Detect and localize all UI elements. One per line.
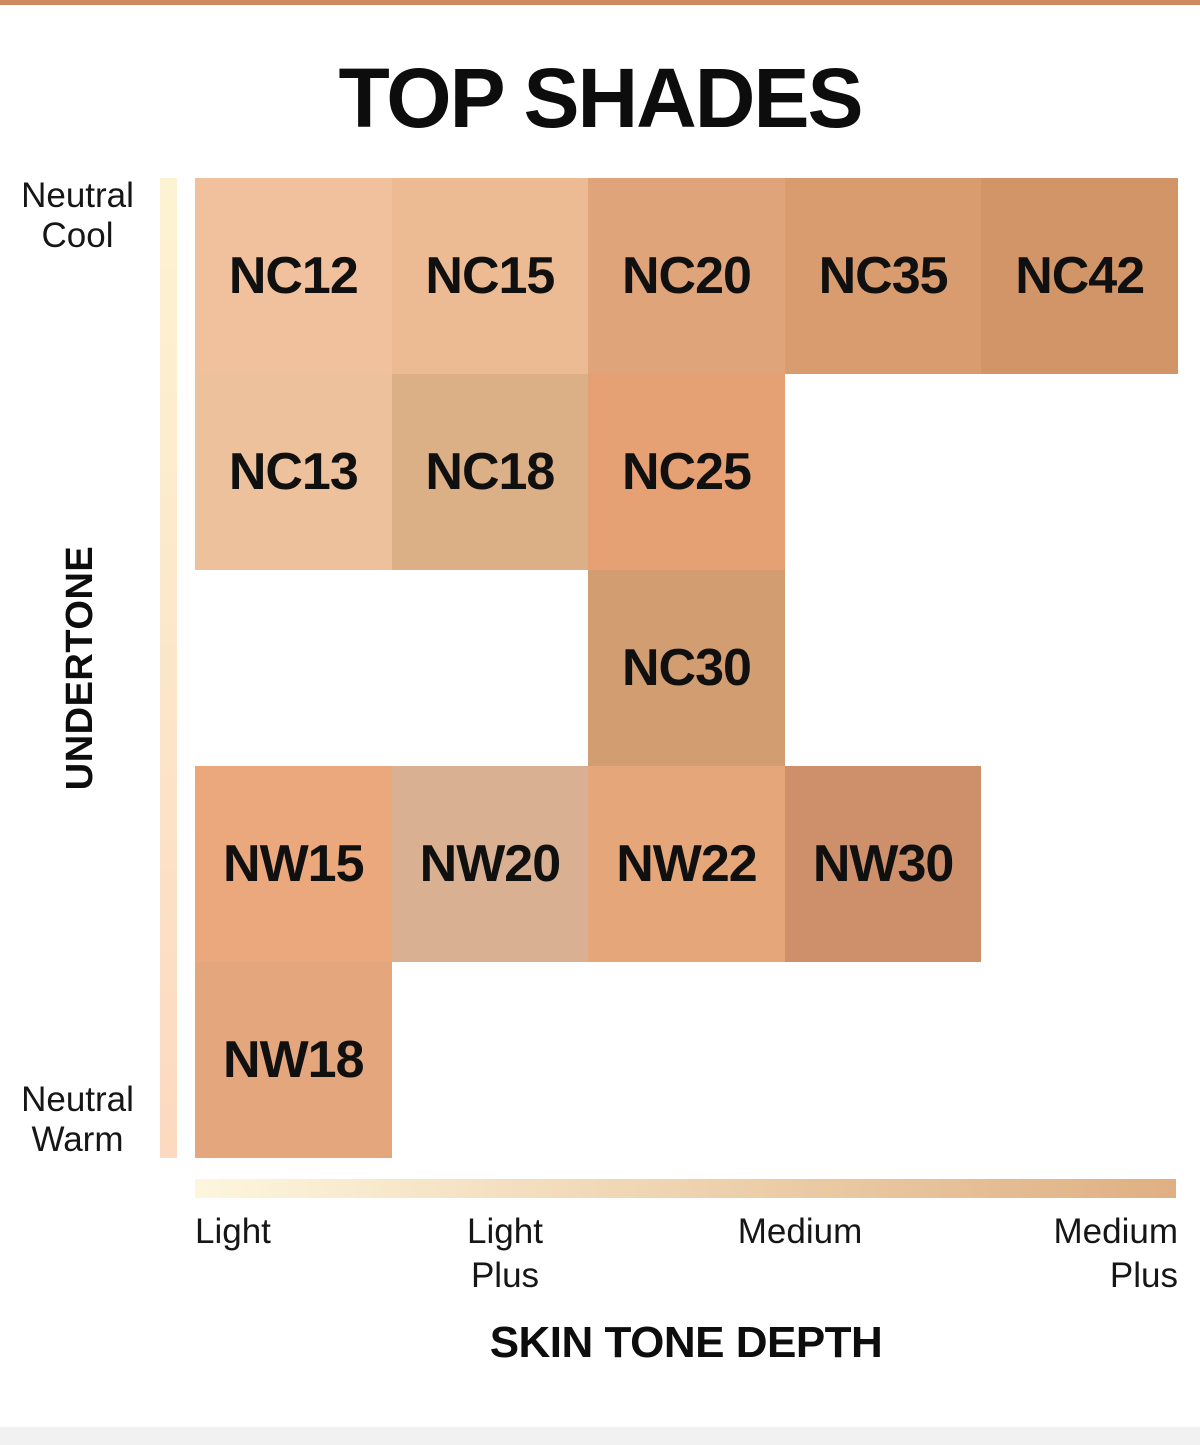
x-tick-line: Plus bbox=[1109, 1256, 1178, 1295]
shade-cell-nc15: NC15 bbox=[391, 178, 589, 374]
shade-cell-nc20: NC20 bbox=[588, 178, 785, 374]
shade-cell-nc30: NC30 bbox=[588, 570, 785, 766]
y-axis-title: UNDERTONE bbox=[59, 545, 101, 791]
y-tick-line: Neutral bbox=[21, 176, 134, 215]
y-tick-neutral-warm: Neutral Warm bbox=[0, 1080, 155, 1160]
shade-label: NC25 bbox=[622, 443, 752, 501]
x-axis-title: SKIN TONE DEPTH bbox=[489, 1318, 883, 1367]
y-tick-line: Warm bbox=[31, 1120, 124, 1159]
shade-label: NC35 bbox=[818, 247, 949, 305]
shade-label: NW20 bbox=[419, 835, 561, 893]
shade-label: NC18 bbox=[425, 443, 555, 501]
x-tick-line: Plus bbox=[470, 1256, 540, 1295]
x-tick-line: Light bbox=[467, 1212, 543, 1251]
shade-label: NC20 bbox=[622, 247, 752, 305]
shade-label: NC13 bbox=[228, 443, 359, 501]
shade-cell-nw22: NW22 bbox=[588, 766, 785, 962]
x-tick-line: Light bbox=[195, 1212, 271, 1251]
x-tick-medium: Medium bbox=[700, 1210, 900, 1254]
y-tick-line: Cool bbox=[41, 216, 114, 255]
undertone-gradient-bar bbox=[160, 178, 177, 1158]
shade-cell-nw20: NW20 bbox=[391, 766, 589, 962]
shade-cell-nc12: NC12 bbox=[195, 178, 392, 374]
shade-label: NW22 bbox=[616, 835, 757, 893]
shade-cell-nc13: NC13 bbox=[195, 374, 392, 570]
shade-label: NC12 bbox=[228, 247, 359, 305]
x-tick-light: Light bbox=[195, 1210, 271, 1254]
shade-cell-nc18: NC18 bbox=[391, 374, 589, 570]
x-tick-line: Medium bbox=[737, 1212, 863, 1251]
shade-label: NW18 bbox=[223, 1031, 364, 1089]
shade-label: NW15 bbox=[223, 835, 364, 893]
shade-cell-nc35: NC35 bbox=[784, 178, 982, 374]
y-tick-line: Neutral bbox=[21, 1080, 134, 1119]
shade-cell-nw18: NW18 bbox=[195, 962, 392, 1158]
x-tick-medium-plus: Medium Plus bbox=[1054, 1210, 1178, 1298]
page-title: TOP SHADES bbox=[338, 51, 863, 145]
x-tick-line: Medium bbox=[1053, 1212, 1178, 1251]
depth-gradient-bar bbox=[195, 1179, 1176, 1198]
top-accent-bar bbox=[0, 0, 1200, 5]
shade-cell-nc25: NC25 bbox=[588, 374, 785, 570]
x-tick-light-plus: Light Plus bbox=[405, 1210, 605, 1298]
shade-label: NC42 bbox=[1015, 247, 1145, 305]
shade-cell-nw30: NW30 bbox=[784, 766, 982, 962]
shade-label: NC15 bbox=[425, 247, 555, 305]
shade-cell-nw15: NW15 bbox=[195, 766, 392, 962]
footer-bar bbox=[0, 1427, 1200, 1445]
y-tick-neutral-cool: Neutral Cool bbox=[0, 176, 155, 256]
shade-label: NC30 bbox=[622, 639, 752, 697]
shade-cell-nc42: NC42 bbox=[981, 178, 1178, 374]
shade-label: NW30 bbox=[812, 835, 954, 893]
